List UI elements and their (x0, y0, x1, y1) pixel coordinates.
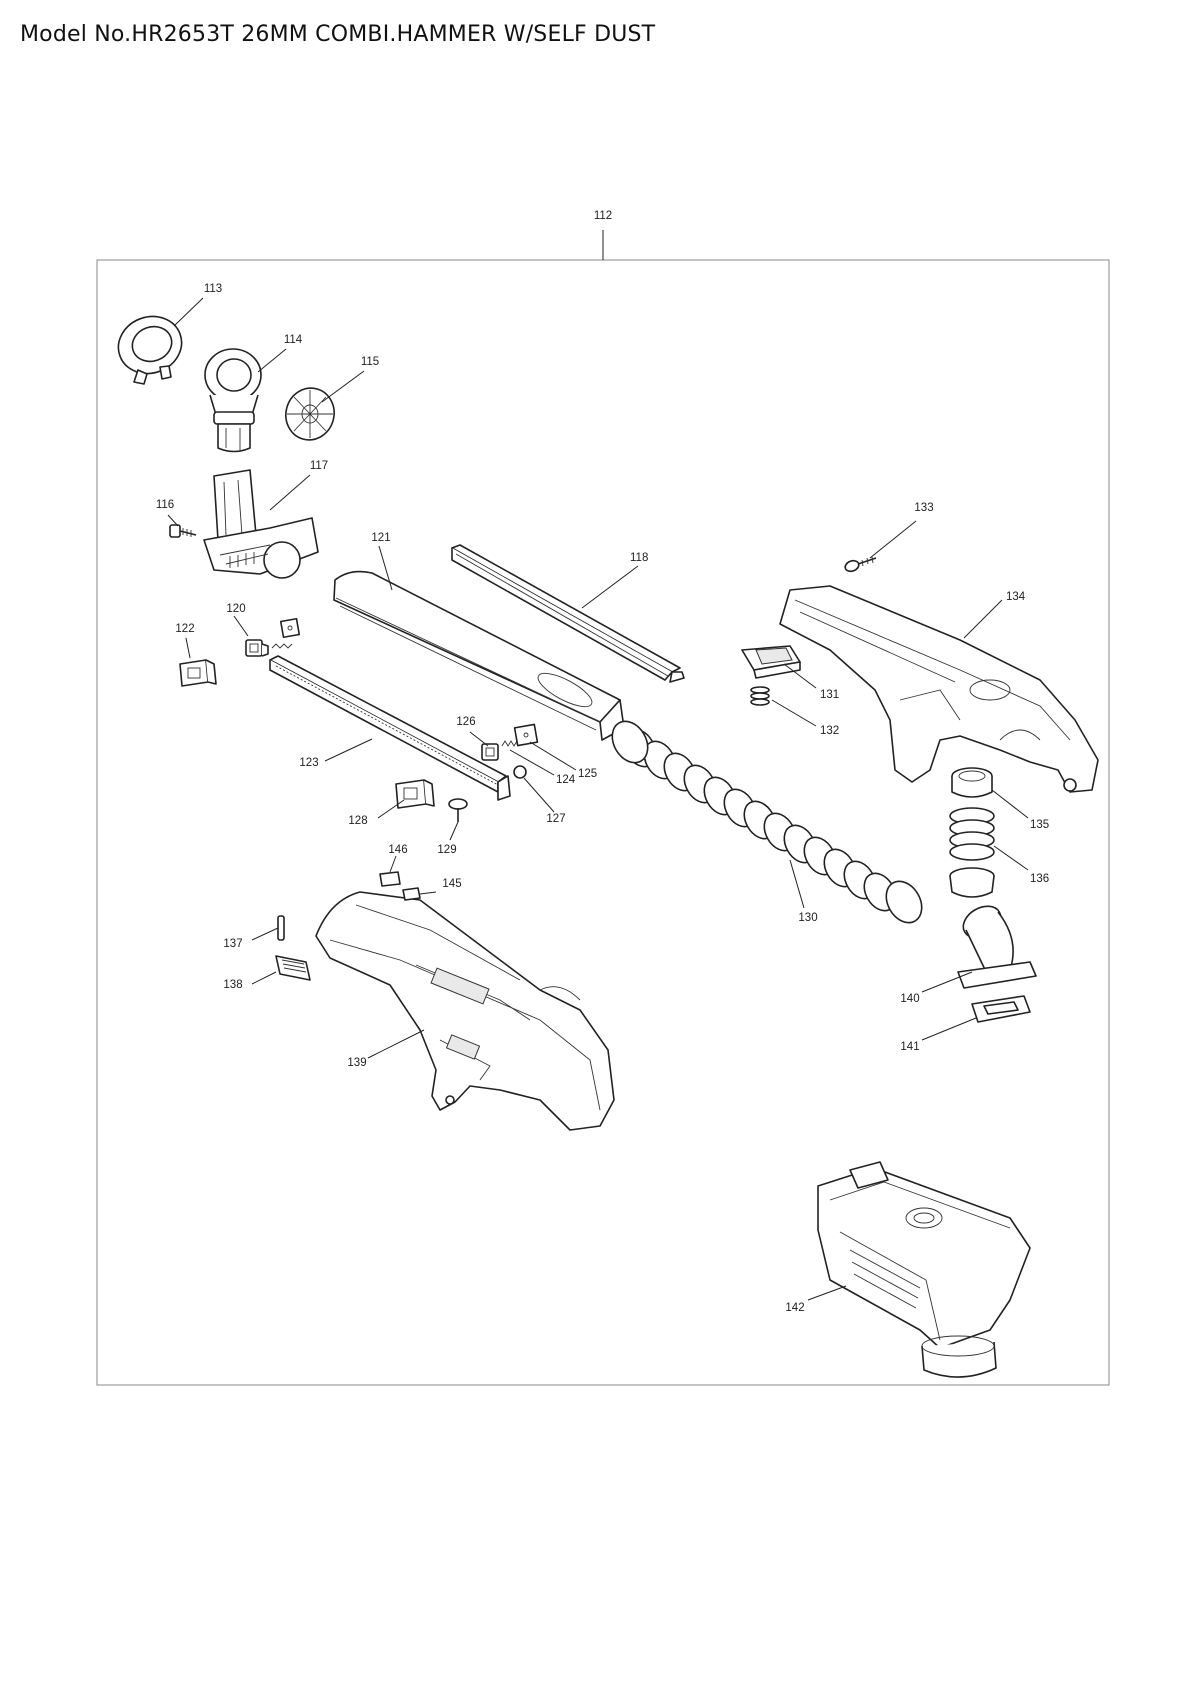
callout-114: 114 (284, 334, 303, 346)
callout-134: 134 (1006, 591, 1026, 603)
part-133-screw-icon (844, 556, 877, 573)
callout-136: 136 (1030, 873, 1049, 885)
part-132-spring-icon (750, 686, 770, 706)
part-122-cap-icon (179, 659, 217, 687)
part-142-dust-box-icon (817, 1161, 1031, 1378)
callout-129: 129 (437, 844, 456, 856)
callout-133: 133 (914, 502, 933, 514)
callout-137: 137 (223, 938, 242, 950)
part-139-case-icon (315, 891, 615, 1131)
callout-130: 130 (798, 912, 817, 924)
part-117-nozzle-body-icon (203, 469, 319, 579)
callout-146: 146 (388, 844, 407, 856)
part-129-screw-icon (448, 798, 468, 822)
part-134-housing-icon (779, 585, 1099, 793)
part-114-nozzle-joint-icon (204, 348, 262, 453)
part-127-nut-icon (513, 765, 527, 779)
callout-123: 123 (299, 757, 318, 769)
callout-122: 122 (175, 623, 194, 635)
part-146-block-icon (379, 871, 401, 887)
part-125-plate-icon (513, 723, 539, 747)
callout-138: 138 (223, 979, 242, 991)
page-title: Model No.HR2653T 26MM COMBI.HAMMER W/SEL… (20, 22, 656, 47)
part-113-ring-collar-icon (117, 315, 183, 385)
callout-120: 120 (226, 603, 245, 615)
part-135-ring-seal-icon (951, 767, 993, 798)
callout-121: 121 (371, 532, 390, 544)
part-140-elbow-icon (957, 905, 1037, 989)
callout-118: 118 (630, 552, 648, 564)
callout-142: 142 (785, 1302, 804, 1314)
callout-128: 128 (348, 815, 367, 827)
callout-127: 127 (546, 813, 565, 825)
part-115-disc-filter-icon (285, 387, 335, 441)
callout-145: 145 (442, 878, 461, 890)
callout-115: 115 (361, 356, 379, 368)
part-123-rack-bar-icon (269, 655, 511, 801)
callout-132: 132 (820, 725, 839, 737)
part-130-hose-icon (611, 720, 923, 924)
callout-135: 135 (1030, 819, 1049, 831)
part-131-button-icon (741, 645, 801, 679)
part-121-cover-icon (333, 570, 625, 741)
callout-141: 141 (900, 1041, 919, 1053)
leader-lines (167, 297, 1029, 1301)
part-118-rail-icon (451, 544, 685, 683)
part-145-block-icon (402, 887, 421, 901)
part-136-bellows-icon (949, 807, 995, 898)
callout-139: 139 (347, 1057, 366, 1069)
callout-131: 131 (820, 689, 839, 701)
callout-125: 125 (578, 768, 597, 780)
callout-116: 116 (156, 499, 174, 511)
callout-117: 117 (310, 460, 328, 472)
part-120-clip-icon (245, 617, 301, 657)
part-137-pin-icon (277, 915, 285, 941)
part-116-screw-icon (169, 524, 197, 538)
part-141-gasket-icon (971, 995, 1031, 1023)
part-126-clip-icon (481, 743, 499, 761)
callout-113: 113 (204, 283, 222, 295)
callout-126: 126 (456, 716, 475, 728)
part-138-pad-icon (275, 955, 311, 981)
assembly-number: 112 (594, 210, 612, 222)
callout-140: 140 (900, 993, 919, 1005)
callout-124: 124 (556, 774, 576, 786)
part-128-cap-icon (395, 779, 435, 809)
